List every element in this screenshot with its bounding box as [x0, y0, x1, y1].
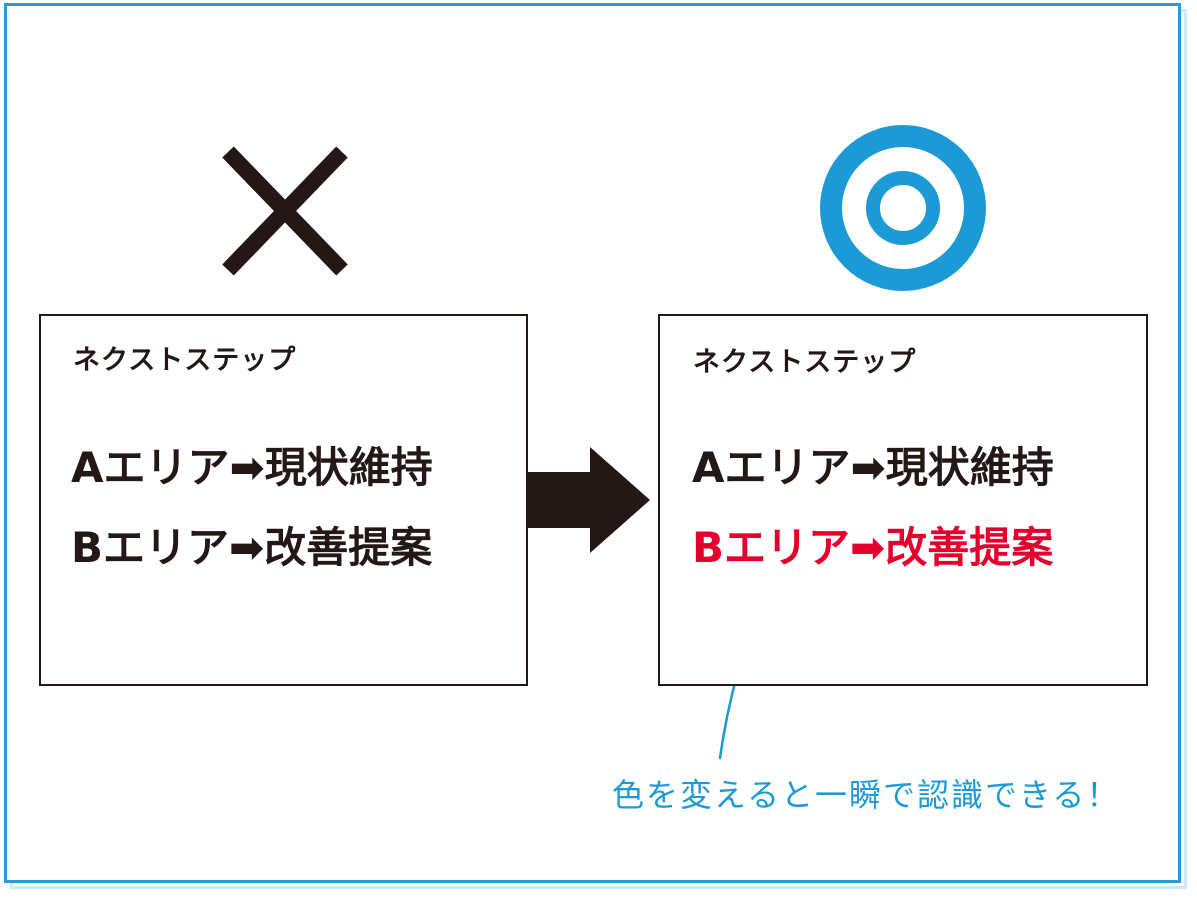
- area-b-highlighted-text: Bエリア➡改善提案: [692, 523, 1054, 572]
- double-circle-icon: [820, 125, 986, 291]
- area-a-text: Aエリア➡現状維持: [692, 443, 1054, 492]
- area-b-text: Bエリア➡改善提案: [71, 523, 433, 572]
- right-arrow-icon: [528, 447, 650, 553]
- after-panel: ネクストステップ Aエリア➡現状維持 Bエリア➡改善提案: [658, 314, 1148, 686]
- cross-mark-icon: [222, 146, 348, 276]
- annotation-text: 色を変えると一瞬で認識できる！: [612, 776, 1121, 814]
- panel-heading: ネクストステップ: [73, 345, 297, 376]
- panel-heading: ネクストステップ: [693, 347, 917, 378]
- before-panel: ネクストステップ Aエリア➡現状維持 Bエリア➡改善提案: [39, 314, 528, 686]
- area-a-text: Aエリア➡現状維持: [71, 443, 433, 492]
